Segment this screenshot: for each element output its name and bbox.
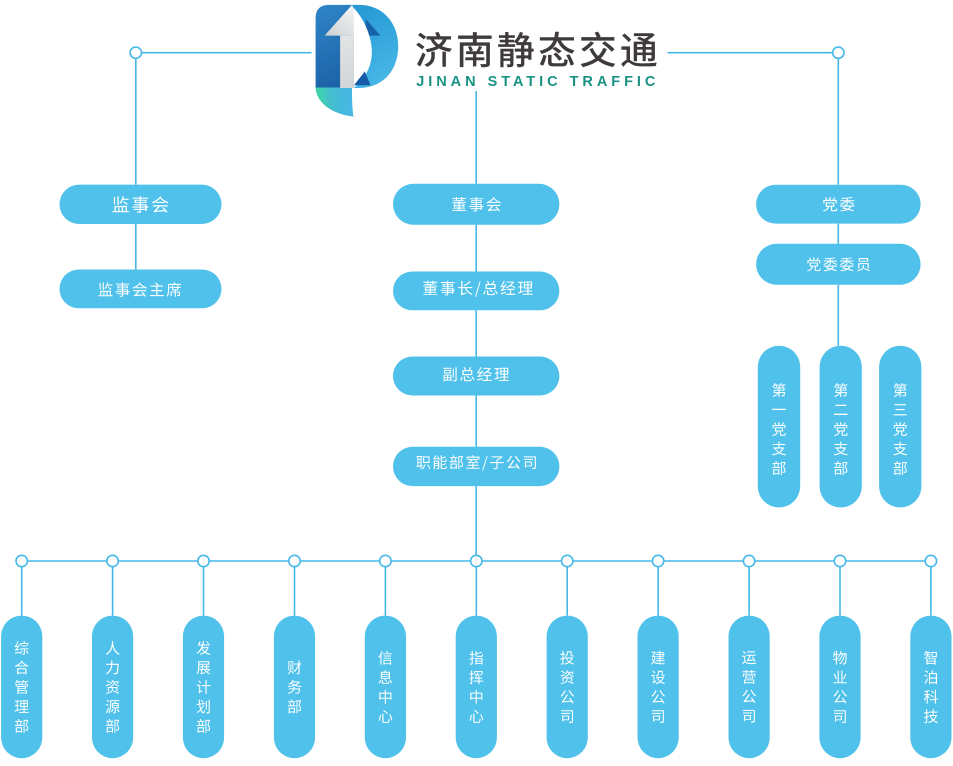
svg-text:JINAN STATIC TRAFFIC: JINAN STATIC TRAFFIC	[416, 74, 656, 90]
